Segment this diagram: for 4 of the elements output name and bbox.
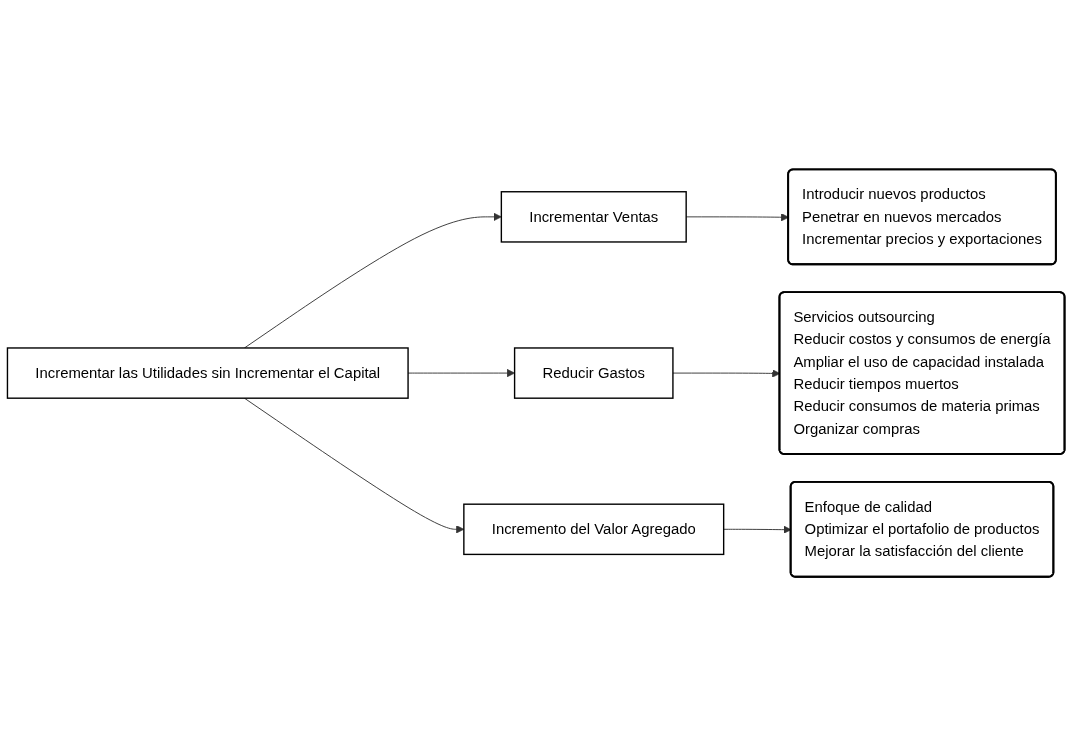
node-box: Incremento del Valor Agregado [463, 503, 725, 556]
node-box: Incrementar las Utilidades sin Incrementar el Capital [6, 347, 409, 400]
node-box: Reducir Gastos [513, 347, 674, 400]
node-box: Incrementar Ventas [500, 191, 687, 244]
